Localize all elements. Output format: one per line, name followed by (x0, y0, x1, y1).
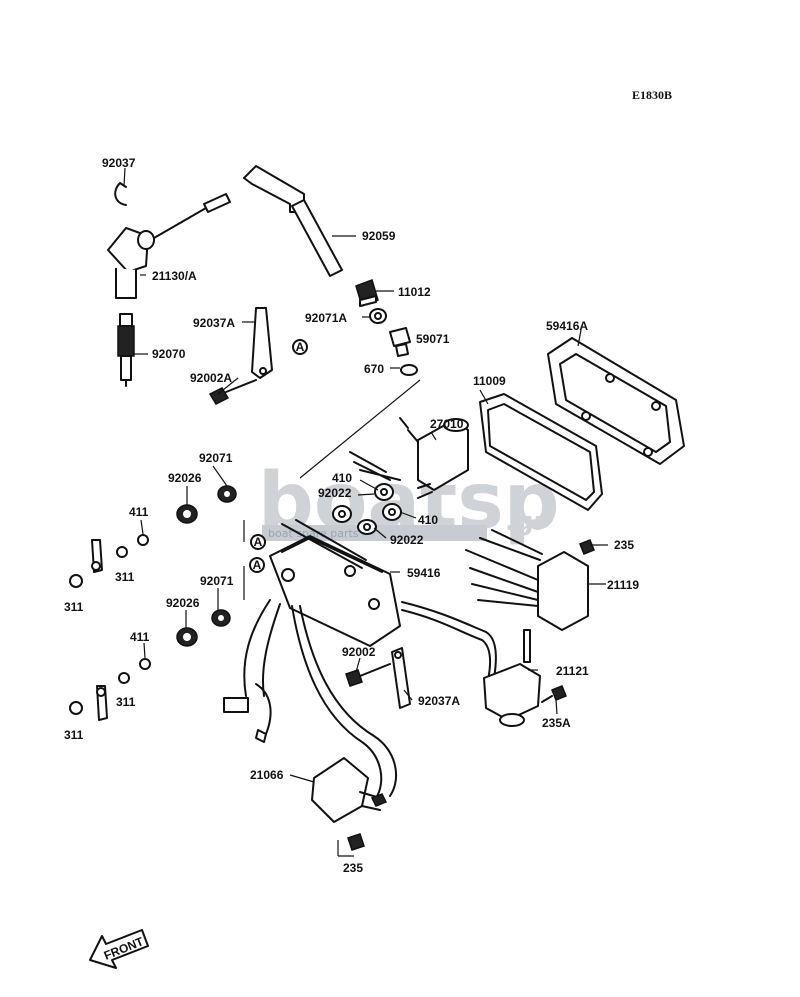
grommet-92071-top[interactable] (217, 485, 237, 503)
marker-a-label: A (254, 535, 263, 549)
callout-21121: 21121 (556, 664, 589, 678)
callout-92071-top: 92071 (199, 451, 233, 465)
ground-strap-92037A-top[interactable] (251, 307, 273, 379)
callout-235-top: 235 (614, 538, 634, 552)
callout-92022-bottom: 92022 (390, 533, 424, 547)
bolt-92002A[interactable] (208, 379, 257, 405)
ignition-coil-21121[interactable] (401, 601, 541, 727)
callout-92037A-bottom: 92037A (418, 694, 460, 708)
watermark-suffix: .gr (505, 507, 546, 537)
gasket-11009[interactable] (479, 393, 603, 511)
bolt-235-top[interactable] (579, 539, 595, 555)
grommet-92071-bottom[interactable] (211, 609, 231, 627)
callout-92037A-top: 92037A (193, 316, 235, 330)
box-27010[interactable] (349, 417, 469, 499)
callout-labels: 92037 21130/A 92070 92059 11012 92071A 5… (64, 156, 639, 875)
regulator-21066[interactable] (311, 757, 388, 823)
marker-a-left: A (250, 534, 266, 550)
callout-411-top: 411 (129, 505, 149, 519)
bolt-235-bottom[interactable] (347, 833, 365, 851)
callout-92026-bottom: 92026 (166, 596, 200, 610)
callout-92070: 92070 (152, 347, 186, 361)
ignition-box-59416[interactable] (269, 519, 401, 647)
callout-92026-top: 92026 (168, 471, 202, 485)
callout-11012: 11012 (398, 285, 431, 299)
marker-a-label: A (296, 340, 305, 354)
callout-235-bottom: 235 (343, 861, 363, 875)
callout-27010: 27010 (430, 417, 464, 431)
high-tension-cord[interactable] (243, 165, 343, 277)
marker-a-left-2: A (249, 557, 265, 573)
grommet-92026-top[interactable] (176, 504, 198, 524)
front-arrow-icon: FRONT (89, 929, 149, 969)
callout-59071: 59071 (416, 332, 450, 346)
ground-strap-92037A-bottom[interactable] (391, 647, 411, 709)
callout-11009: 11009 (473, 374, 506, 388)
callout-311-b: 311 (64, 600, 84, 614)
nuts-terminals-bottom[interactable] (69, 658, 151, 721)
washer-group-410-92022[interactable] (332, 483, 402, 535)
grommet-92026-bottom[interactable] (176, 627, 198, 647)
callout-311-d: 311 (64, 728, 84, 742)
diagram-code: E1830B (632, 88, 672, 102)
callout-410-bottom: 410 (418, 513, 438, 527)
callout-410-top: 410 (332, 471, 352, 485)
callout-235A: 235A (542, 716, 571, 730)
callout-311-c: 311 (116, 695, 136, 709)
nuts-terminals-top[interactable] (69, 534, 149, 588)
callout-92002: 92002 (342, 645, 376, 659)
wiring-harness[interactable] (223, 599, 398, 799)
cap-11012[interactable] (355, 279, 379, 307)
callout-92022-top: 92022 (318, 486, 352, 500)
fitting-59071[interactable] (389, 327, 411, 357)
spark-plug-cap-assembly[interactable] (107, 182, 231, 299)
callout-59416: 59416 (407, 566, 441, 580)
bolt-235A[interactable] (541, 685, 567, 703)
callout-59416A: 59416A (546, 319, 588, 333)
bolt-92002[interactable] (345, 663, 391, 687)
callout-21119: 21119 (607, 578, 639, 592)
marker-a-top: A (292, 339, 308, 355)
leader-lines (123, 167, 608, 857)
callout-92037: 92037 (102, 156, 136, 170)
callout-21130A: 21130/A (152, 269, 197, 283)
watermark-bar (262, 525, 487, 541)
o-ring-92071A[interactable] (369, 308, 387, 324)
callout-92059: 92059 (362, 229, 396, 243)
callout-92002A: 92002A (190, 371, 232, 385)
callout-21066: 21066 (250, 768, 284, 782)
o-ring-670[interactable] (400, 364, 418, 376)
cover-59416A[interactable] (547, 337, 685, 465)
callout-411-bottom: 411 (130, 630, 150, 644)
spark-plug[interactable] (117, 313, 135, 387)
callout-670: 670 (364, 362, 384, 376)
watermark-subtitle: boat spare parts (268, 527, 359, 540)
callout-311-a: 311 (115, 570, 135, 584)
callout-92071-bottom: 92071 (200, 574, 234, 588)
marker-a-label: A (253, 558, 262, 572)
cdi-unit-21119[interactable] (465, 529, 589, 631)
callout-92071A: 92071A (305, 311, 347, 325)
